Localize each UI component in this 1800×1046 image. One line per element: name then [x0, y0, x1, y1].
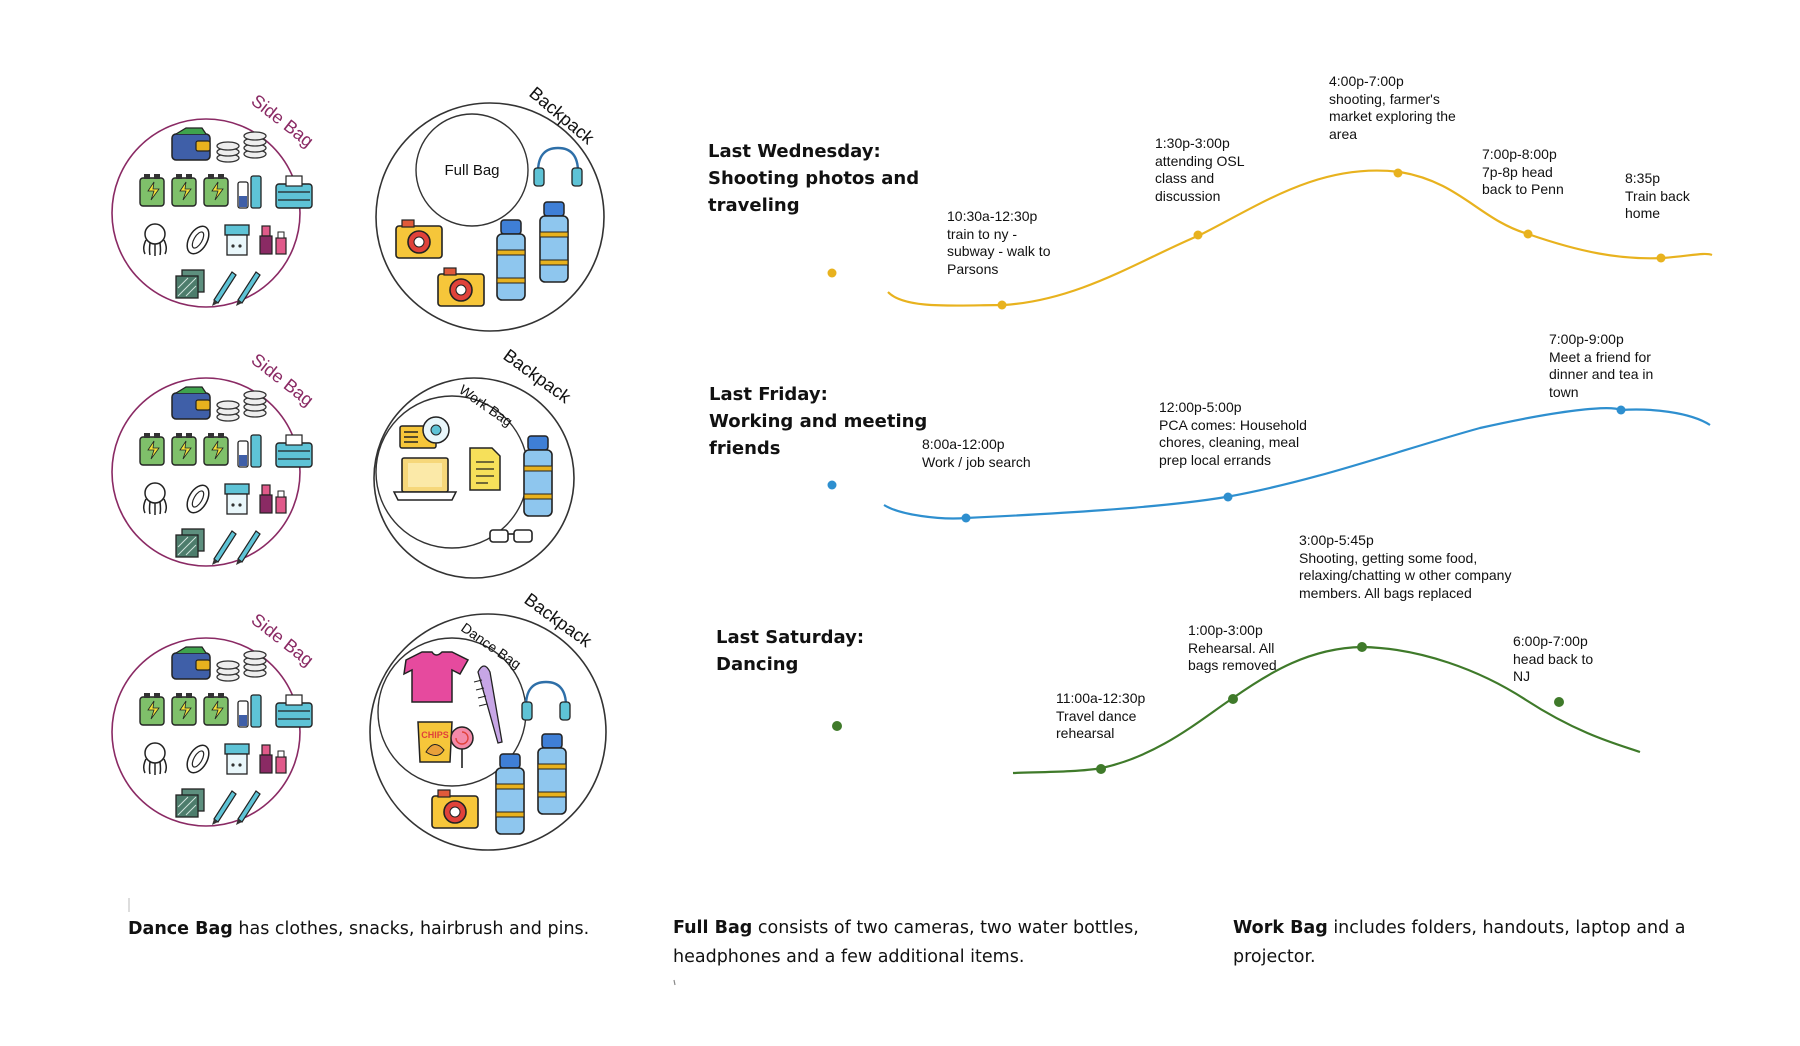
event-dot [1357, 642, 1367, 652]
event-label: 3:00p-5:45p Shooting, getting some food,… [1299, 532, 1512, 601]
event-label: 11:00a-12:30p Travel dance rehearsal [1056, 690, 1146, 741]
headphones-icon [532, 146, 584, 188]
day-marker-saturday [832, 721, 842, 731]
work-bag-label: Work Bag [456, 381, 515, 429]
comb-icon [473, 665, 503, 744]
side-bag-2 [111, 377, 313, 567]
laptop-icon [392, 457, 458, 501]
chips-icon [417, 721, 453, 763]
event-dot [1616, 405, 1626, 415]
event-dot [1393, 168, 1403, 178]
event-label: 1:30p-3:00p attending OSL class and disc… [1155, 135, 1245, 204]
event-label: 7:00p-8:00p 7p-8p head back to Penn [1482, 146, 1564, 197]
event-label: 8:35p Train back home [1625, 170, 1690, 221]
event-label: 7:00p-9:00p Meet a friend for dinner and… [1549, 331, 1654, 400]
day-marker-friday [827, 480, 837, 490]
day-title-wednesday: Last Wednesday: Shooting photos and trav… [708, 141, 920, 216]
backpack-1 [375, 102, 605, 332]
lollipop-icon [450, 726, 474, 768]
event-dot [1228, 694, 1238, 704]
event-label: 12:00p-5:00p PCA comes: Household chores… [1159, 399, 1307, 468]
backpack-label: Backpack [525, 83, 598, 149]
glasses-icon [489, 529, 533, 543]
day-marker-wednesday [827, 268, 837, 278]
water-bottle-icon [523, 435, 553, 517]
backpack-label: Backpack [521, 589, 597, 652]
chips-label: CHIPS [421, 730, 449, 740]
timeline-friday [827, 405, 1711, 523]
document-icon [469, 447, 501, 491]
side-bag-3 [111, 637, 313, 827]
event-dot [1223, 492, 1233, 502]
timeline-saturday [832, 642, 1641, 775]
event-label: 10:30a-12:30p train to ny - subway - wal… [947, 208, 1051, 277]
camera-icon [395, 219, 443, 259]
event-dot [1096, 764, 1106, 774]
timeline-wednesday [827, 168, 1713, 310]
full-bag-label: Full Bag [444, 162, 499, 179]
camera-icon [431, 789, 479, 829]
event-label: 6:00p-7:00p head back to NJ [1513, 633, 1594, 684]
caption-full-bag: Full Bag consists of two cameras, two wa… [673, 918, 1139, 967]
headphones-icon [520, 680, 572, 722]
event-label: 8:00a-12:00p Work / job search [922, 436, 1031, 470]
water-bottle-icon [496, 219, 526, 301]
tshirt-icon [403, 651, 470, 703]
backpack-2 [373, 377, 575, 579]
backpack-label: Backpack [500, 345, 576, 408]
backpack-3: CHIPS [369, 613, 607, 851]
projector-icon [399, 416, 450, 449]
day-title-friday: Last Friday: Working and meeting friends [709, 384, 928, 459]
dance-bag-label: Dance Bag [458, 619, 524, 672]
caption-work-bag: Work Bag includes folders, handouts, lap… [1233, 918, 1686, 967]
event-label: 4:00p-7:00p shooting, farmer's market ex… [1329, 73, 1456, 142]
event-dot [961, 513, 971, 523]
camera-icon [437, 267, 485, 307]
caption-dance-bag: Dance Bag has clothes, snacks, hairbrush… [128, 919, 590, 939]
stray-tick [673, 979, 676, 986]
event-dot [1554, 697, 1564, 707]
event-dot [1523, 229, 1533, 239]
event-label: 1:00p-3:00p Rehearsal. All bags removed [1188, 622, 1277, 673]
water-bottle-icon [539, 201, 569, 283]
event-dot [1193, 230, 1203, 240]
side-bag-1 [111, 118, 313, 308]
day-title-saturday: Last Saturday: Dancing [716, 627, 865, 675]
water-bottle-icon [495, 753, 525, 835]
event-dot [1656, 253, 1666, 263]
water-bottle-icon [537, 733, 567, 815]
event-dot [997, 300, 1007, 310]
